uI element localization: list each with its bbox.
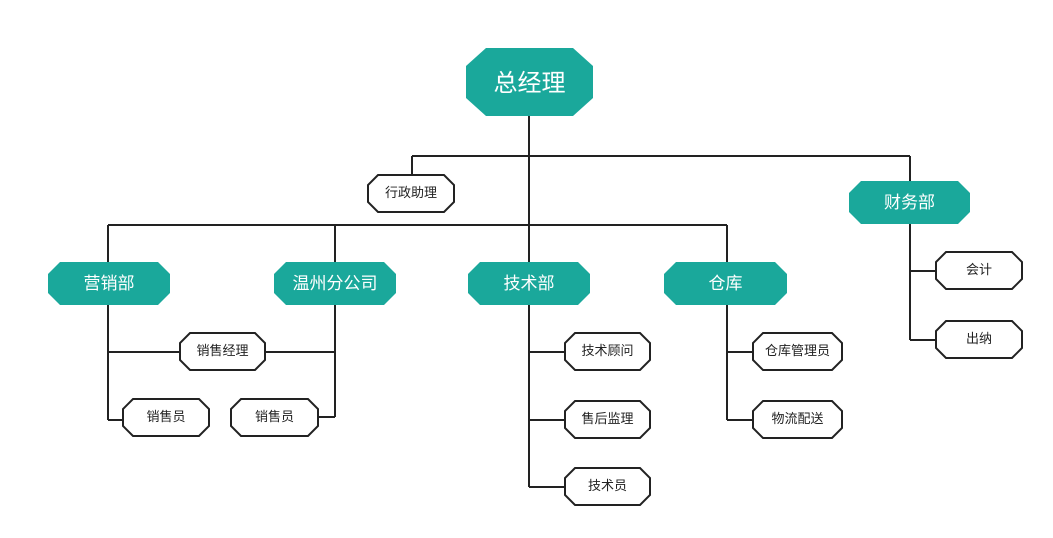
node-tech-consultant[interactable]: 技术顾问: [564, 332, 651, 371]
node-cashier[interactable]: 出纳: [935, 320, 1023, 359]
node-marketing-sales-rep[interactable]: 销售员: [122, 398, 210, 437]
node-warehouse-admin[interactable]: 仓库管理员: [752, 332, 843, 371]
node-marketing[interactable]: 营销部: [48, 262, 170, 305]
node-marketing-label: 营销部: [84, 274, 135, 294]
node-accountant-label: 会计: [966, 263, 992, 278]
node-sales-manager[interactable]: 销售经理: [179, 332, 266, 371]
node-cashier-label: 出纳: [966, 332, 992, 347]
node-tech-consultant-label: 技术顾问: [581, 344, 633, 359]
node-wenzhou-label: 温州分公司: [293, 274, 378, 294]
node-warehouse-admin-label: 仓库管理员: [765, 343, 830, 359]
node-logistics-label: 物流配送: [771, 412, 823, 427]
node-ceo[interactable]: 总经理: [466, 48, 593, 116]
node-wenzhou-sales-rep-label: 销售员: [255, 409, 294, 425]
node-sales-manager-label: 销售经理: [196, 343, 248, 359]
node-admin-assistant-label: 行政助理: [385, 186, 437, 201]
node-warehouse[interactable]: 仓库: [664, 262, 787, 305]
node-tech[interactable]: 技术部: [468, 262, 590, 305]
node-aftersales-supervisor-label: 售后监理: [581, 411, 633, 427]
node-technician-label: 技术员: [588, 479, 627, 494]
node-marketing-sales-rep-label: 销售员: [146, 409, 185, 425]
node-wenzhou[interactable]: 温州分公司: [274, 262, 396, 305]
node-finance[interactable]: 财务部: [849, 181, 970, 224]
node-aftersales-supervisor[interactable]: 售后监理: [564, 400, 651, 439]
connector-lines: [107, 116, 936, 488]
node-ceo-label: 总经理: [494, 69, 566, 97]
node-logistics[interactable]: 物流配送: [752, 400, 843, 439]
node-finance-label: 财务部: [884, 193, 935, 213]
node-admin-assistant[interactable]: 行政助理: [367, 174, 455, 213]
node-tech-label: 技术部: [504, 274, 555, 294]
node-accountant[interactable]: 会计: [935, 251, 1023, 290]
node-warehouse-label: 仓库: [709, 274, 743, 294]
node-technician[interactable]: 技术员: [564, 467, 651, 506]
node-wenzhou-sales-rep[interactable]: 销售员: [230, 398, 319, 437]
